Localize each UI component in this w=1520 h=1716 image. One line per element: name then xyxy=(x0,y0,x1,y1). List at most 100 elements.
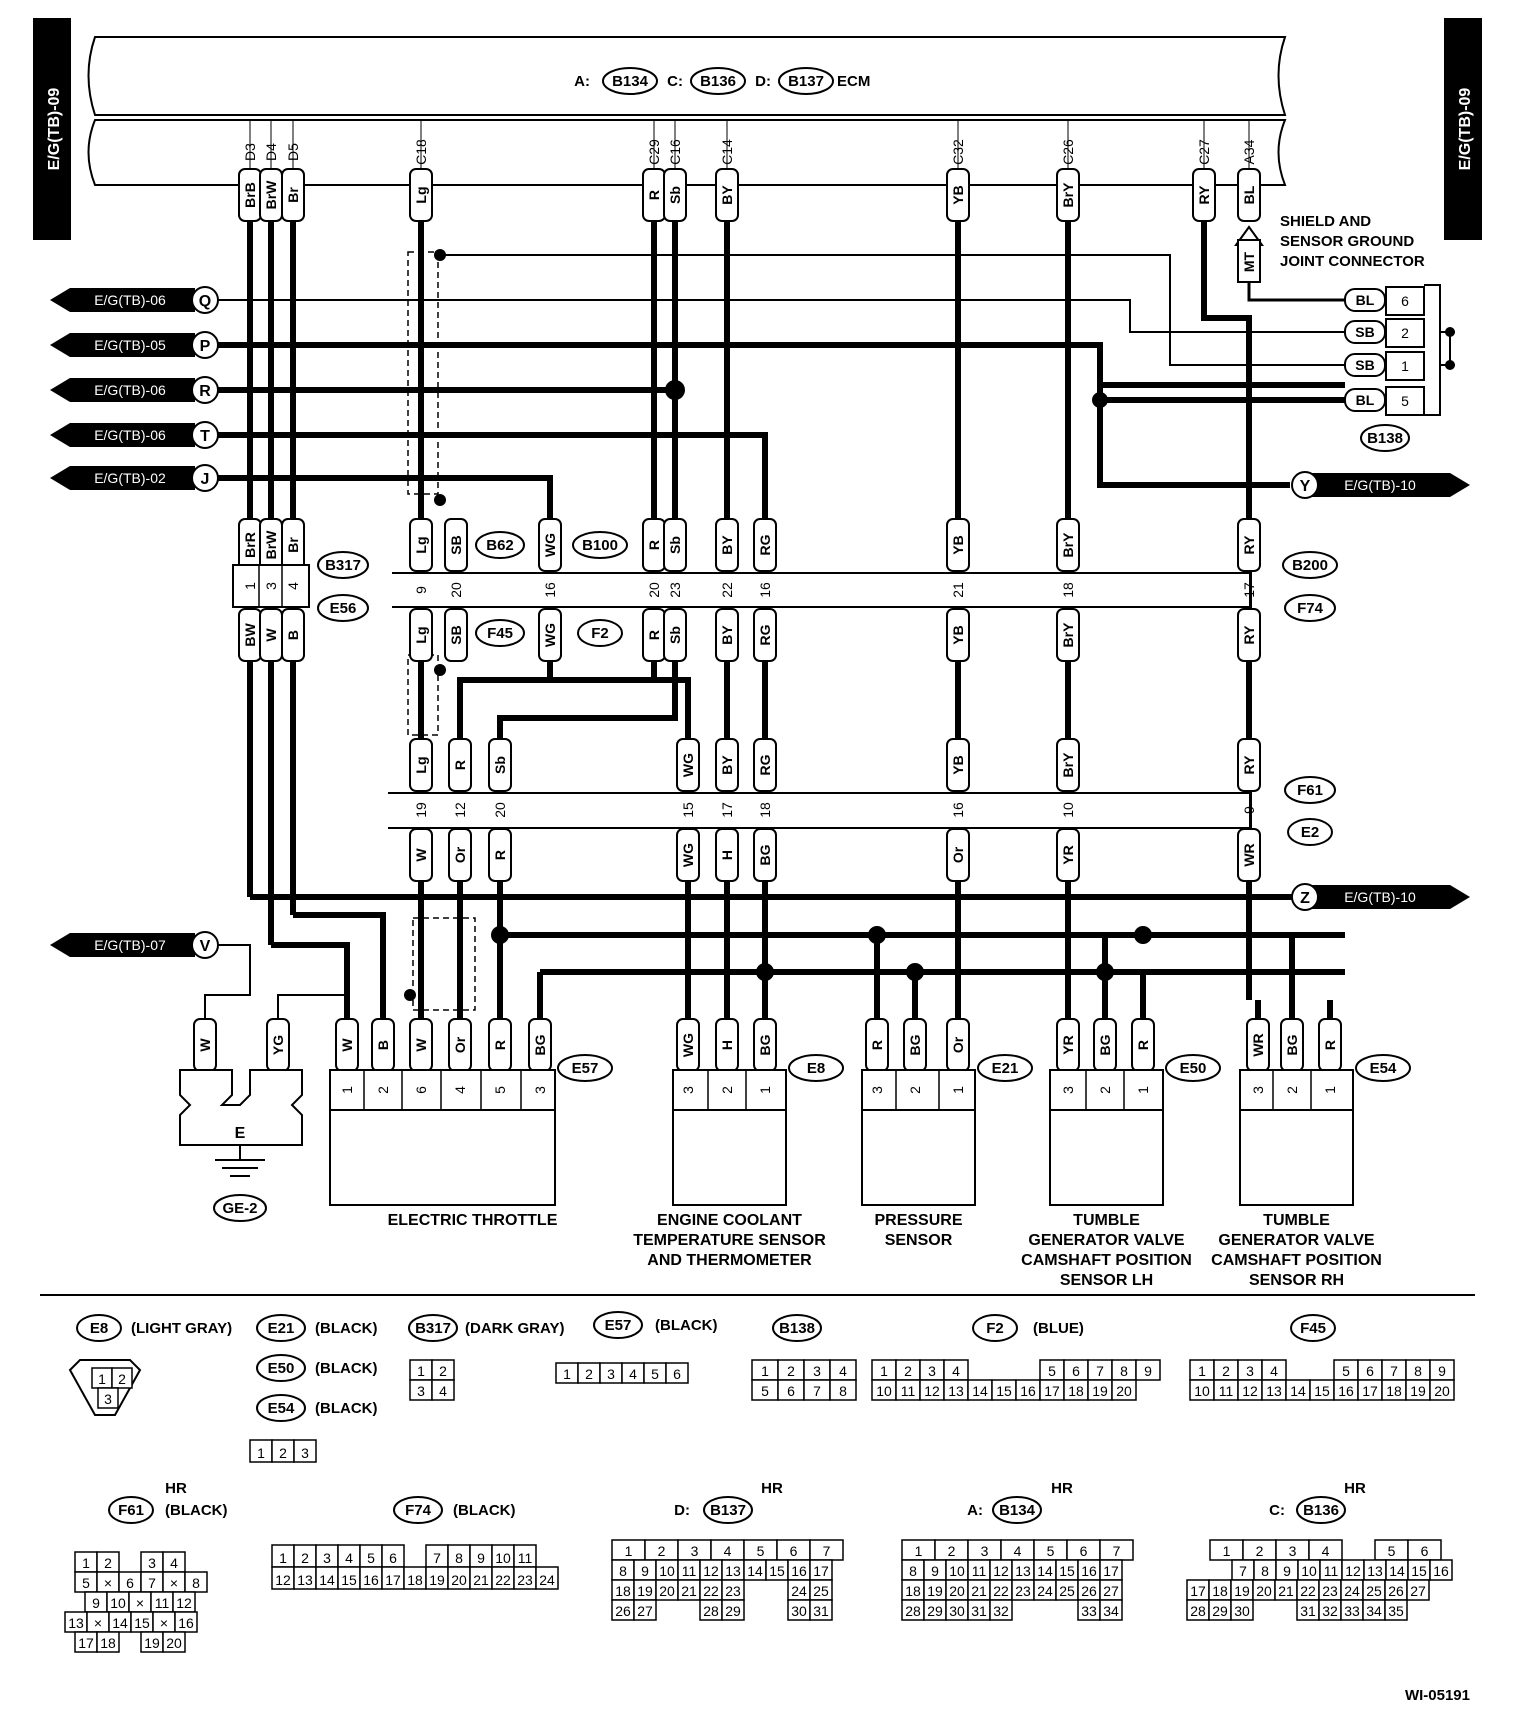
device-pin-header xyxy=(861,1069,976,1111)
b137-pin: 29 xyxy=(725,1603,741,1619)
row1-upper-wire: Lg xyxy=(413,536,429,553)
f74-pin: 18 xyxy=(407,1572,423,1588)
e56-label: E56 xyxy=(330,600,357,617)
f45-label: F45 xyxy=(487,625,513,642)
f61-pin: 13 xyxy=(68,1615,84,1631)
left-ref-text: E/G(TB)-06 xyxy=(94,427,166,443)
b62-label-oval xyxy=(475,531,525,559)
legend-e57-color: (BLACK) xyxy=(655,1317,717,1334)
device-wire-tag: Or xyxy=(950,1036,966,1053)
device-pin: 1 xyxy=(1322,1086,1338,1094)
device-pin: 4 xyxy=(452,1086,468,1094)
f45-pin: 16 xyxy=(1338,1383,1354,1399)
b137-pin: 2 xyxy=(658,1543,666,1559)
legend-b134-oval: B134 xyxy=(999,1502,1036,1519)
device-body xyxy=(1239,1109,1354,1206)
b136-pin: 2 xyxy=(1256,1543,1264,1559)
row1-pin: 16 xyxy=(757,582,773,598)
f45-pin: 11 xyxy=(1219,1383,1234,1399)
f61-pin: × xyxy=(104,1575,112,1591)
b134-pin: 24 xyxy=(1037,1583,1053,1599)
row2-pin: 16 xyxy=(950,802,966,818)
b137-pin: 6 xyxy=(790,1543,798,1559)
junction-e8-bg xyxy=(756,963,774,981)
f45-pin: 9 xyxy=(1438,1363,1446,1379)
b134-pin: 2 xyxy=(948,1543,956,1559)
b134-pin: 13 xyxy=(1015,1563,1031,1579)
b134-pin: 20 xyxy=(949,1583,965,1599)
b136-pin: 18 xyxy=(1212,1583,1228,1599)
device-wire-tag: R xyxy=(869,1040,885,1050)
b134-pin: 32 xyxy=(993,1603,1009,1619)
b136-pin: 3 xyxy=(1289,1543,1297,1559)
b138-pin: 6 xyxy=(787,1383,795,1399)
e57-pin: 5 xyxy=(651,1366,659,1382)
f45-pin: 6 xyxy=(1366,1363,1374,1379)
device-pin-header xyxy=(1239,1069,1354,1111)
device-name: GENERATOR VALVE xyxy=(1218,1232,1374,1249)
legend-f61-color: (BLACK) xyxy=(165,1502,227,1519)
row2-lower-wire: Or xyxy=(950,846,966,863)
f45-pin: 15 xyxy=(1314,1383,1330,1399)
wire-color-tag xyxy=(1056,518,1080,572)
b134-pin: 7 xyxy=(1113,1543,1121,1559)
f2-pin: 15 xyxy=(996,1383,1012,1399)
b136-pin: 8 xyxy=(1261,1563,1269,1579)
f61-pin: 4 xyxy=(170,1555,178,1571)
b137-pin: 16 xyxy=(791,1563,807,1579)
b137-cell xyxy=(633,1599,657,1621)
shield-box-3 xyxy=(412,917,476,1011)
ecm-wire-Sb: Sb xyxy=(667,186,683,204)
f61-pin: 7 xyxy=(148,1575,156,1591)
left-ref-circle xyxy=(191,286,219,314)
page-tab-left xyxy=(33,18,71,240)
legend-f45-oval: F45 xyxy=(1300,1320,1326,1337)
ecm-wire-BrW: BrW xyxy=(263,180,279,210)
b136-cell xyxy=(1406,1579,1430,1601)
f2-pin: 9 xyxy=(1144,1363,1152,1379)
f2-pin: 7 xyxy=(1096,1363,1104,1379)
row2-upper-wire: Sb xyxy=(492,756,508,774)
wire-color-tag xyxy=(281,168,305,222)
b134-pin: 23 xyxy=(1015,1583,1031,1599)
b317-pin: 3 xyxy=(263,582,279,590)
f45-pin: 12 xyxy=(1242,1383,1258,1399)
f2-pin: 16 xyxy=(1020,1383,1036,1399)
f61-label-oval xyxy=(1284,776,1336,804)
wire-color-tag xyxy=(409,168,433,222)
e54-cell xyxy=(293,1439,317,1463)
device-pin: 1 xyxy=(757,1086,773,1094)
b136-pin: 16 xyxy=(1433,1563,1449,1579)
legend-b136-oval-oval xyxy=(1296,1496,1346,1524)
shield-box-1 xyxy=(407,251,439,495)
f2-pin: 20 xyxy=(1116,1383,1132,1399)
f74-pin: 23 xyxy=(517,1572,533,1588)
row1-upper-wire: YB xyxy=(950,535,966,554)
b136-pin: 5 xyxy=(1388,1543,1396,1559)
b136-pin: 22 xyxy=(1300,1583,1316,1599)
f61-hr: HR xyxy=(165,1480,187,1497)
ecm-wire-BL: BL xyxy=(1241,185,1257,204)
f2-pin: 3 xyxy=(928,1363,936,1379)
wire-b-to-e57 xyxy=(293,912,386,1000)
row2-pin: 20 xyxy=(492,802,508,818)
row1-pin: 9 xyxy=(413,586,429,594)
page-tab-right-text: E/G(TB)-09 xyxy=(1457,88,1474,171)
f74-pin: 4 xyxy=(345,1550,353,1566)
left-ref-circle xyxy=(191,421,219,449)
row1-pin: 18 xyxy=(1060,582,1076,598)
b136-pin: 29 xyxy=(1212,1603,1228,1619)
legend-f2-oval: F2 xyxy=(986,1320,1004,1337)
wire-color-tag xyxy=(946,608,970,662)
left-ref-text: E/G(TB)-05 xyxy=(94,337,166,353)
b136-pin: 14 xyxy=(1389,1563,1405,1579)
b136-pin: 24 xyxy=(1344,1583,1360,1599)
joint-pin-cell xyxy=(1385,318,1425,348)
mt-label: MT xyxy=(1241,251,1257,272)
b134-pin: 8 xyxy=(909,1563,917,1579)
wire-yg xyxy=(277,994,346,1020)
legend-f45-oval-oval xyxy=(1290,1314,1336,1342)
device-name: ELECTRIC THROTTLE xyxy=(388,1212,558,1229)
b137-pin: 10 xyxy=(659,1563,675,1579)
f2-pin: 2 xyxy=(904,1363,912,1379)
